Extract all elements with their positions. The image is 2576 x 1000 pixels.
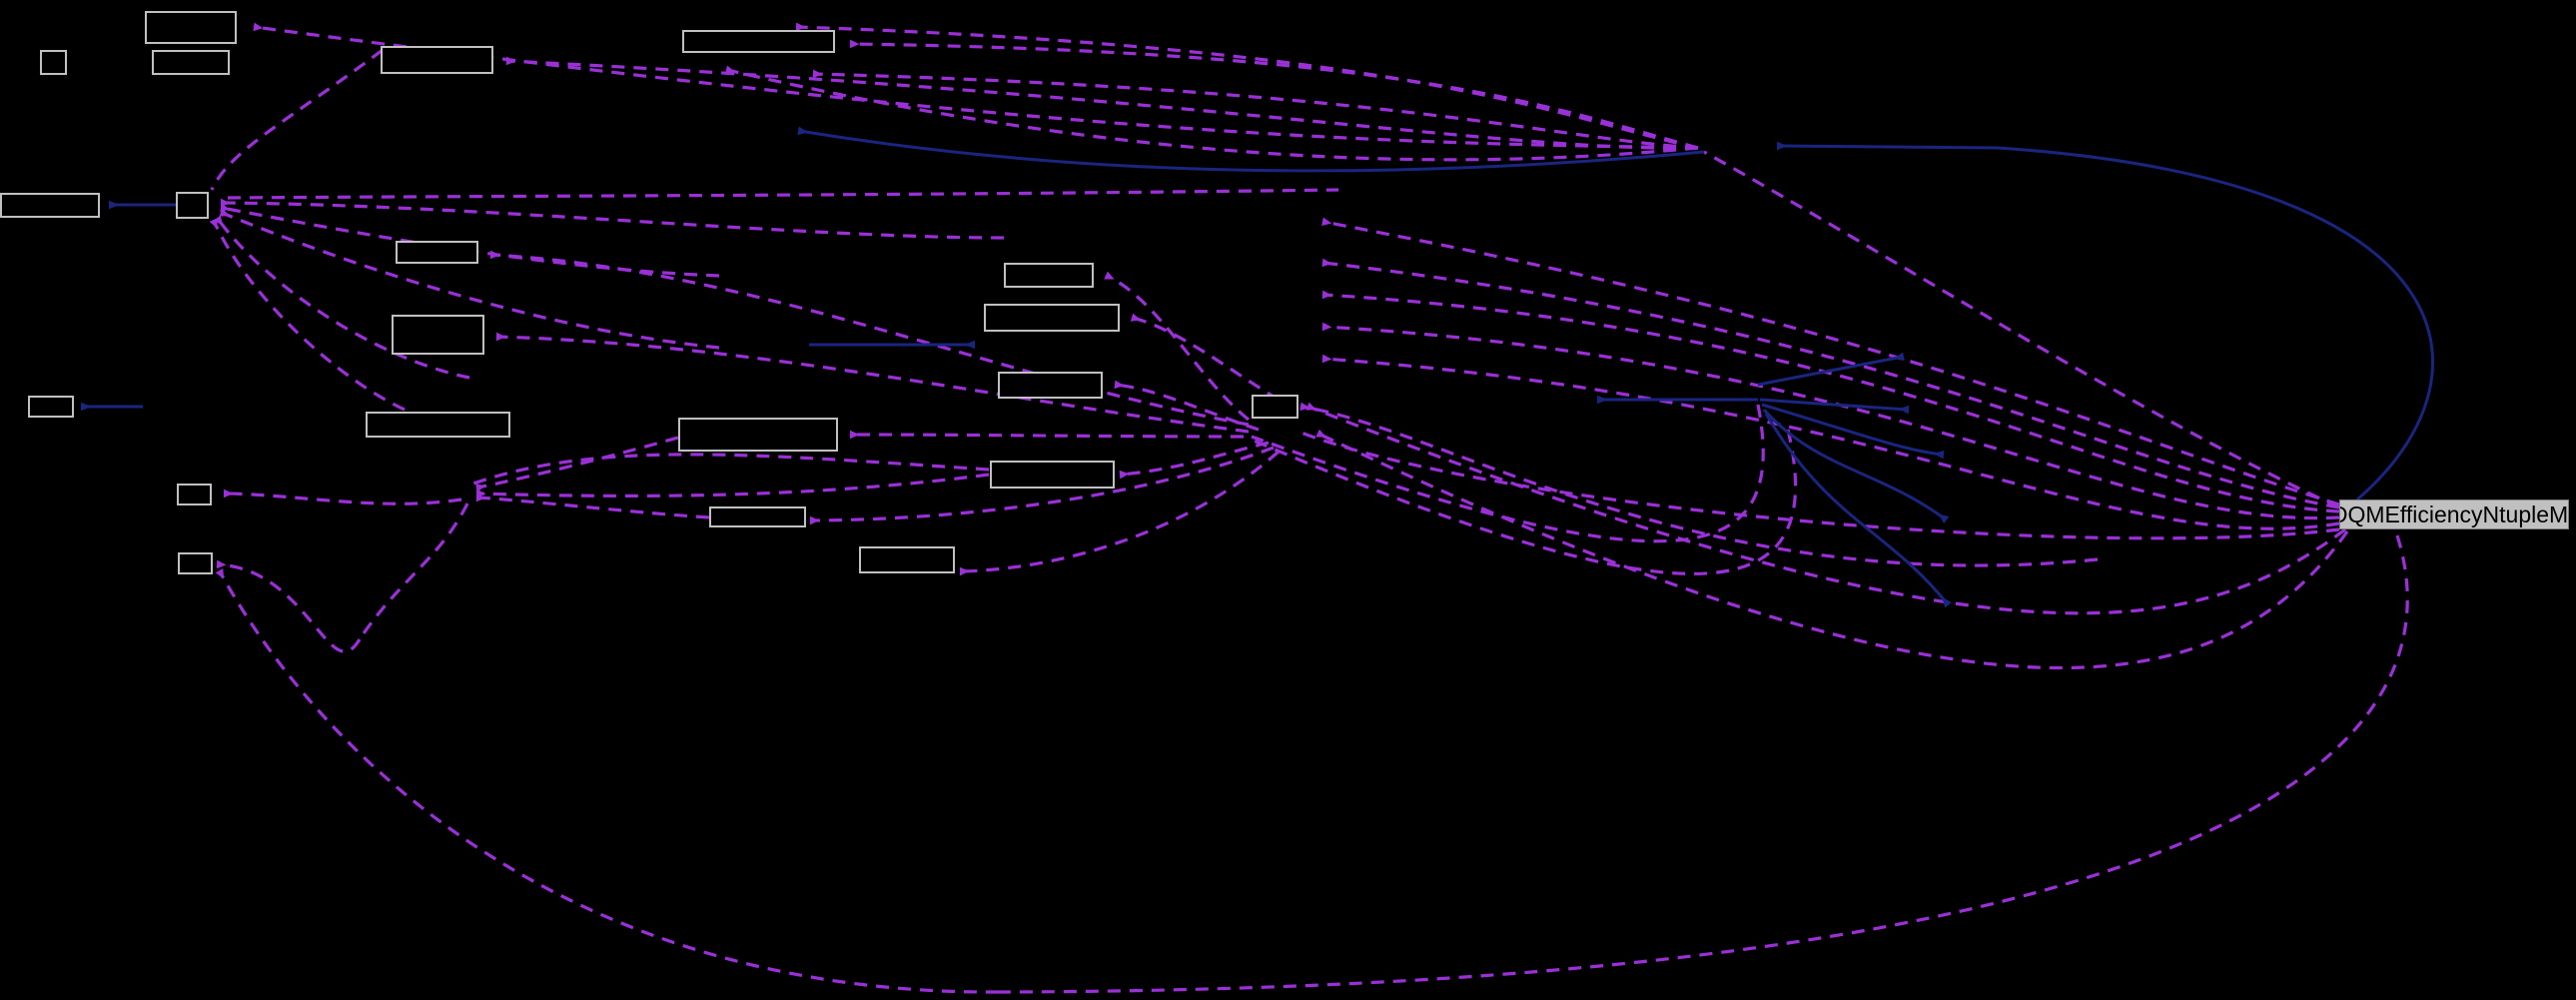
graph-node-n13[interactable]: [1252, 395, 1298, 419]
graph-node-n7[interactable]: [176, 192, 209, 219]
graph-node-n8[interactable]: [396, 241, 478, 264]
graph-node-n19[interactable]: [709, 506, 806, 527]
graph-node-n6[interactable]: [0, 193, 100, 218]
graph-node-n21[interactable]: [178, 552, 213, 574]
graph-node-n20[interactable]: [859, 546, 955, 573]
graph-node-n5[interactable]: [682, 30, 835, 53]
graph-node-n17[interactable]: [990, 461, 1115, 489]
graph-node-n2[interactable]: [40, 50, 67, 75]
graph-node-n9[interactable]: [1004, 263, 1094, 288]
graph-node-n1[interactable]: [145, 11, 237, 44]
graph-node-n3[interactable]: [152, 50, 230, 75]
graph-node-n16[interactable]: [678, 418, 838, 452]
graph-node-n18[interactable]: [177, 484, 212, 505]
graph-node-n12[interactable]: [998, 372, 1103, 399]
graph-node-n4[interactable]: [381, 46, 493, 74]
graph-node-n10[interactable]: [984, 304, 1120, 332]
graph-node-n14[interactable]: [28, 396, 74, 418]
current-node-label: PXDDQMEfficiencyNtupleModule: [2340, 500, 2569, 527]
current-node[interactable]: PXDDQMEfficiencyNtupleModule: [2339, 500, 2569, 529]
graph-node-n15[interactable]: [366, 412, 510, 438]
graph-node-n11[interactable]: [392, 315, 484, 355]
